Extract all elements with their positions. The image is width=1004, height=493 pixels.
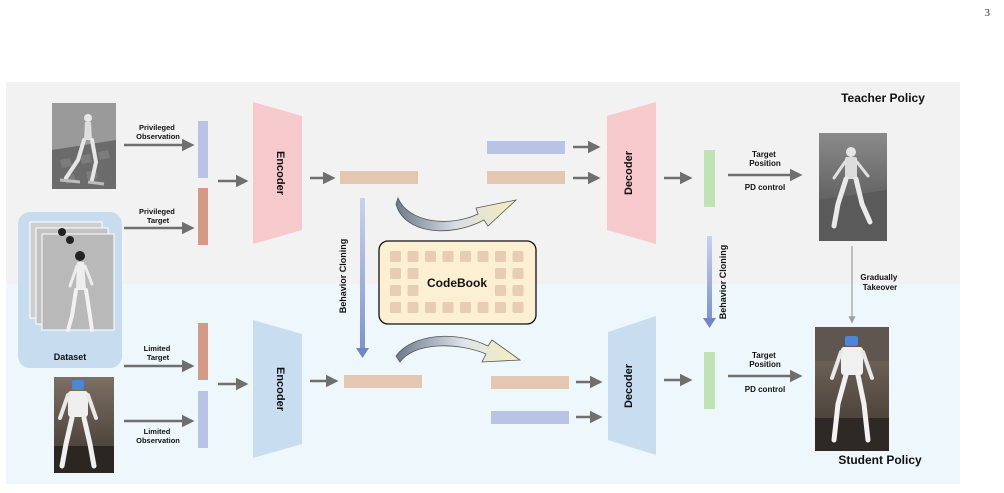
- codebook-cell: [495, 302, 506, 313]
- codebook-cell: [407, 268, 419, 279]
- dataset-block: Dataset: [18, 212, 122, 368]
- student-output-robot-image: [815, 327, 889, 451]
- codebook-cell: [390, 251, 401, 262]
- teacher-target-bar: [198, 188, 208, 245]
- teacher-latent-bar: [340, 171, 418, 184]
- codebook-cell: [512, 251, 524, 262]
- student-quantized-bar-1: [491, 376, 569, 389]
- codebook-cell: [460, 251, 471, 262]
- codebook-cell: [390, 268, 401, 279]
- teacher-decoder-label: Decoder: [623, 150, 635, 195]
- teacher-quantized-bar-2: [487, 171, 565, 184]
- teacher-output-label-1: Target Position: [749, 150, 781, 168]
- student-decoder-label: Decoder: [623, 363, 635, 408]
- takeover-label: Gradually Takeover: [860, 273, 899, 292]
- student-quantize-curve-arrow: [395, 335, 522, 363]
- codebook-cell: [425, 251, 436, 262]
- codebook: CodeBook: [378, 240, 537, 325]
- student-policy-title: Student Policy: [838, 453, 922, 467]
- student-decoder: [608, 316, 656, 455]
- teacher-target-label: Privileged Target: [139, 207, 177, 225]
- teacher-output-bar: [704, 150, 715, 207]
- codebook-cell: [512, 285, 524, 296]
- codebook-cell: [390, 285, 401, 296]
- page-number: 3: [985, 7, 991, 19]
- teacher-policy-title: Teacher Policy: [841, 91, 925, 105]
- teacher-obs-label: Privileged Observation: [136, 123, 180, 141]
- codebook-cell: [512, 268, 524, 279]
- teacher-quantize-curve-arrow: [395, 196, 518, 232]
- student-latent-bar: [344, 375, 422, 388]
- behavior-cloning-arrow-right: [703, 236, 716, 328]
- codebook-label: CodeBook: [427, 276, 487, 290]
- student-output-bar: [704, 352, 715, 409]
- teacher-output-robot-image: [819, 133, 887, 241]
- behavior-cloning-arrow-left: [356, 198, 369, 358]
- codebook-cells: [390, 251, 524, 313]
- student-output-label-1: Target Position: [749, 351, 781, 369]
- codebook-cell: [407, 285, 419, 296]
- codebook-cell: [495, 268, 506, 279]
- teacher-encoder-label: Encoder: [274, 151, 286, 196]
- student-target-label: Limited Target: [144, 344, 173, 362]
- dataset-label: Dataset: [54, 352, 87, 362]
- student-obs-label: Limited Observation: [136, 427, 180, 445]
- student-quantized-bar-2: [491, 411, 569, 424]
- student-real-robot-image: [54, 377, 114, 473]
- student-target-bar: [198, 323, 208, 380]
- codebook-cell: [495, 251, 506, 262]
- codebook-cell: [407, 251, 419, 262]
- teacher-obs-bar: [198, 121, 208, 178]
- student-output-label-2: PD control: [745, 385, 785, 394]
- codebook-cell: [495, 285, 506, 296]
- teacher-output-label-2: PD control: [745, 183, 785, 192]
- teacher-quantized-bar-1: [487, 141, 565, 154]
- codebook-cell: [407, 302, 419, 313]
- student-encoder-label: Encoder: [274, 367, 286, 412]
- codebook-cell: [477, 302, 489, 313]
- behavior-cloning-label-left: Behavior Cloning: [338, 239, 348, 314]
- codebook-cell: [442, 251, 454, 262]
- student-encoder: [253, 320, 302, 458]
- teacher-encoder: [253, 102, 302, 244]
- codebook-cell: [425, 302, 436, 313]
- student-obs-bar: [198, 391, 208, 448]
- codebook-cell: [390, 302, 401, 313]
- codebook-cell: [460, 302, 471, 313]
- codebook-cell: [442, 302, 454, 313]
- codebook-cell: [477, 251, 489, 262]
- teacher-decoder: [607, 102, 656, 244]
- teacher-sim-robot-image: [52, 103, 116, 189]
- behavior-cloning-label-right: Behavior Cloning: [718, 245, 728, 320]
- codebook-cell: [512, 302, 524, 313]
